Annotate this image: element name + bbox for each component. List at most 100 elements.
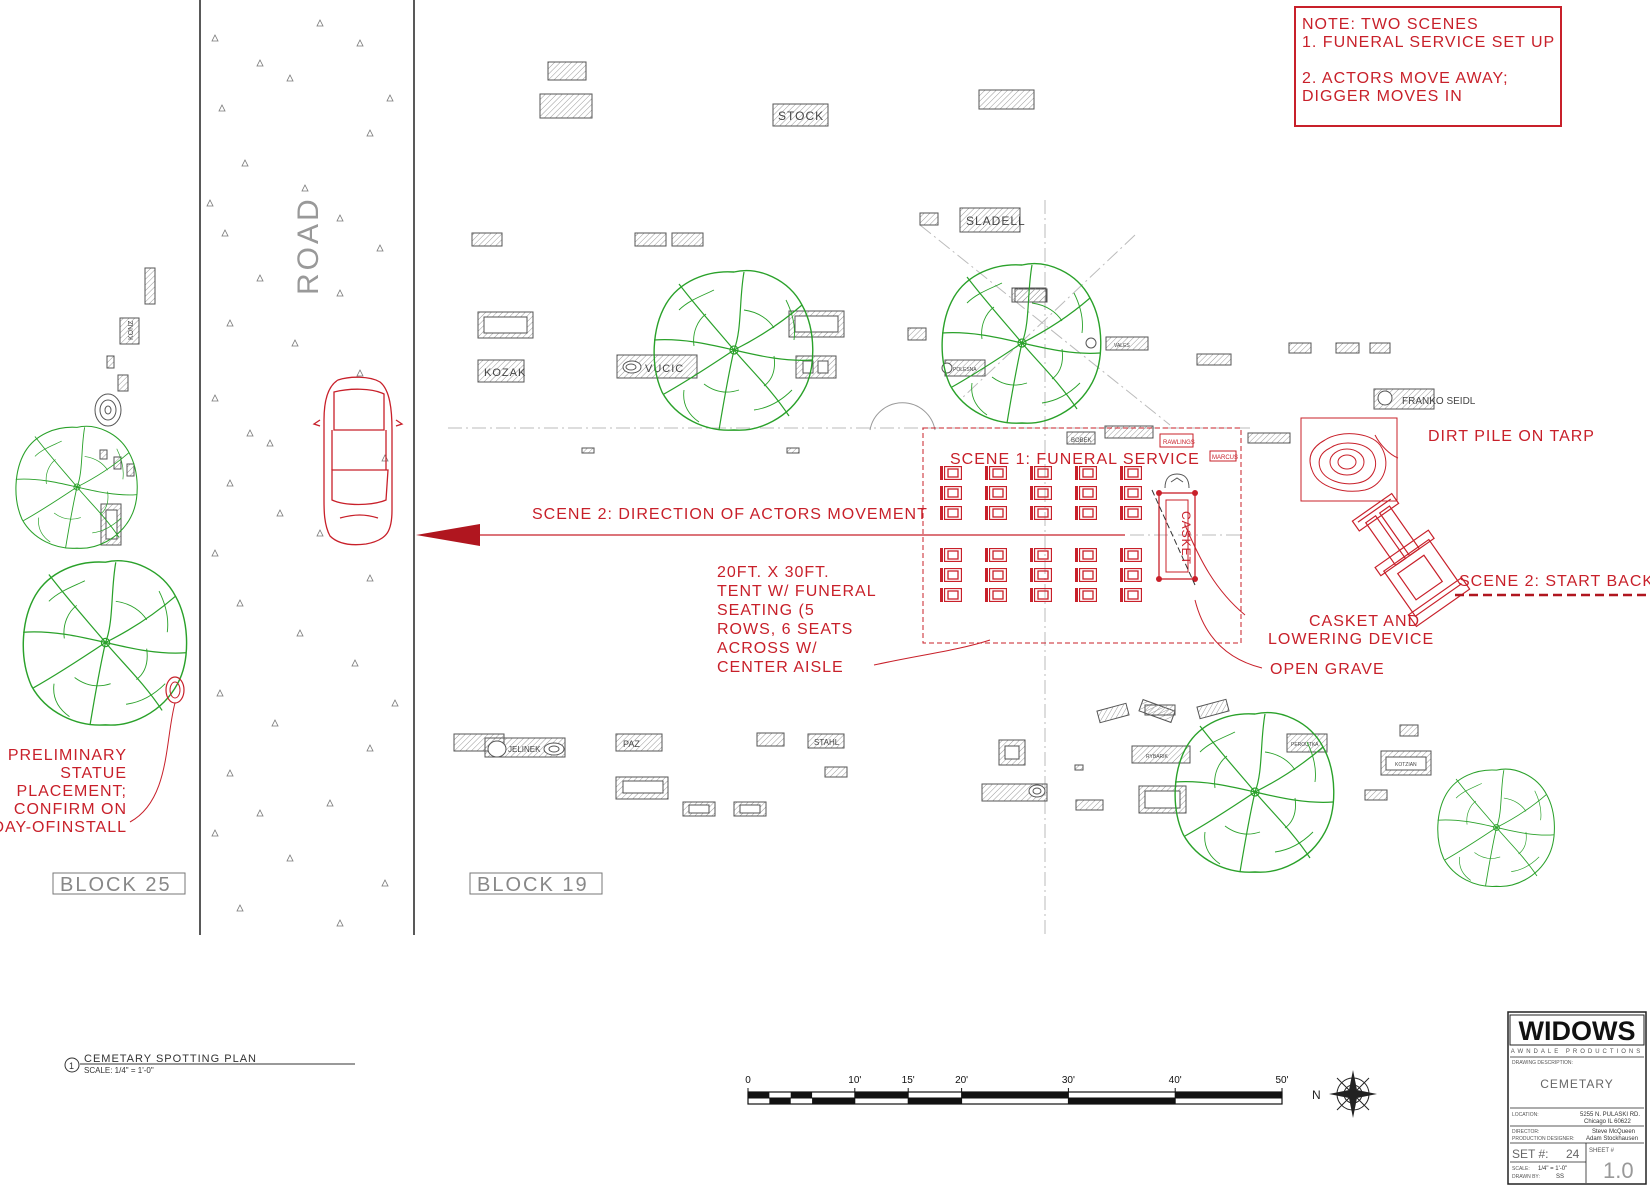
- chair: [989, 506, 1007, 520]
- block-labels: BLOCK 25 BLOCK 19: [52, 872, 603, 896]
- scale-bar-segment: [961, 1092, 1069, 1098]
- title-block-project: WIDOWS: [1519, 1016, 1636, 1046]
- title-block-desc-label: DRAWING DESCRIPTION:: [1512, 1060, 1573, 1066]
- block-25-label: BLOCK 25: [60, 874, 172, 896]
- scale-bar-tick-label: 30': [1062, 1075, 1075, 1086]
- grave-label-sladell: SLADELL: [966, 214, 1026, 228]
- title-block-set-number: 24: [1566, 1147, 1580, 1161]
- chair: [1034, 486, 1052, 500]
- tent-label-1: 20FT. X 30FT.: [717, 564, 830, 581]
- chair-back: [1030, 506, 1033, 520]
- grave-label-vales: VALES: [1114, 343, 1130, 349]
- scene2-direction-label: SCENE 2: DIRECTION OF ACTORS MOVEMENT: [532, 506, 928, 523]
- chair-back: [985, 568, 988, 582]
- chair-back: [1075, 466, 1078, 480]
- chair-back: [1075, 486, 1078, 500]
- chair-back: [940, 568, 943, 582]
- title-block-set-label: SET #:: [1512, 1147, 1548, 1161]
- chair: [989, 466, 1007, 480]
- chair: [1124, 548, 1142, 562]
- scale-bar-segment: [908, 1098, 962, 1104]
- chair-back: [985, 486, 988, 500]
- drawing-scale: SCALE: 1/4" = 1'-0": [84, 1066, 154, 1075]
- scale-bar: CONFIRM 010'15'20'30'40'50': [745, 1075, 1288, 1105]
- scene1-label: SCENE 1: FUNERAL SERVICE: [950, 451, 1200, 468]
- scale-bar-tick-label: 50': [1275, 1075, 1288, 1086]
- title-block-location-1: 5255 N. PULASKI RD.: [1580, 1112, 1640, 1118]
- chair: [1034, 568, 1052, 582]
- dirt-pile-label: DIRT PILE ON TARP: [1428, 428, 1595, 445]
- chair-back: [1075, 506, 1078, 520]
- casket-device-label-1: CASKET AND: [1309, 613, 1420, 630]
- note-title: NOTE: TWO SCENES: [1302, 16, 1479, 33]
- statue-label-1: PRELIMINARY: [8, 747, 127, 764]
- tent-label-3: SEATING (5: [717, 602, 815, 619]
- chair-back: [1120, 568, 1123, 582]
- chair: [944, 568, 962, 582]
- chair-back: [1120, 588, 1123, 602]
- grave-label-marcus: MARCUS: [1212, 455, 1238, 461]
- car: [312, 376, 404, 546]
- grave-label-stahl: STAHL: [814, 738, 840, 747]
- chair: [1079, 588, 1097, 602]
- chair: [989, 588, 1007, 602]
- arc-marker: [869, 402, 936, 431]
- chair: [1079, 466, 1097, 480]
- scale-bar-segment: [790, 1092, 813, 1098]
- grave-label-vucic: VUCIC: [645, 363, 684, 375]
- grave-label-kotzian: KOTZIAN: [1395, 762, 1417, 768]
- reference-lines: [448, 200, 1250, 935]
- chair: [1079, 486, 1097, 500]
- chair-back: [1075, 548, 1078, 562]
- red-labels: SCENE 1: FUNERAL SERVICE SCENE 2: DIRECT…: [0, 428, 1650, 836]
- chair: [1124, 506, 1142, 520]
- grave-label-kozak: KOZAK: [484, 367, 526, 379]
- title-block-sheet-label: SHEET #: [1589, 1148, 1615, 1154]
- title-block-director: Steve McQueen: [1592, 1129, 1635, 1135]
- scene2-start-label: SCENE 2: START BACK: [1459, 573, 1650, 590]
- dirt-pile: [1300, 417, 1398, 502]
- title-block-location-2: Chicago IL 60622: [1584, 1119, 1631, 1125]
- funeral-seating: [940, 466, 1142, 602]
- tent-label-6: CENTER AISLE: [717, 659, 844, 676]
- scale-bar-tick-label: 15': [902, 1075, 915, 1086]
- chair-back: [940, 506, 943, 520]
- grave-label-polesna: POLESNA: [953, 367, 977, 373]
- statue-label-4: CONFIRM ON: [14, 801, 127, 818]
- title-block-description: CEMETARY: [1540, 1077, 1614, 1091]
- chair: [1034, 506, 1052, 520]
- chair-back: [1120, 486, 1123, 500]
- digger: [1351, 492, 1471, 628]
- statue-label-3: PLACEMENT;: [17, 783, 127, 800]
- tent-outline: [922, 427, 1242, 644]
- chair: [1034, 548, 1052, 562]
- title-block-company: AWNDALE PRODUCTIONS: [1511, 1049, 1643, 1055]
- note-box: NOTE: TWO SCENES 1. FUNERAL SERVICE SET …: [1294, 6, 1562, 127]
- chair-back: [1120, 506, 1123, 520]
- chair-back: [940, 486, 943, 500]
- title-block-director-label: DIRECTOR:: [1512, 1129, 1539, 1135]
- chair: [989, 568, 1007, 582]
- chair: [944, 486, 962, 500]
- road-gravel-texture: [206, 19, 399, 927]
- chair: [1034, 588, 1052, 602]
- chair-back: [1120, 466, 1123, 480]
- chair: [944, 548, 962, 562]
- road: ROAD: [199, 0, 415, 935]
- chair-back: [1120, 548, 1123, 562]
- chair: [989, 486, 1007, 500]
- grave-label-jelinek: JELINEK: [508, 745, 541, 754]
- title-block-drawn-label: DRAWN BY:: [1512, 1174, 1540, 1180]
- title-block-sheet-number: 1.0: [1603, 1158, 1634, 1183]
- tree-1: [653, 269, 814, 431]
- grave-label-franko-seidl: FRANKO SEIDL: [1402, 396, 1476, 407]
- title-block-scale-label: SCALE:: [1512, 1166, 1530, 1172]
- block-19-label: BLOCK 19: [477, 874, 589, 896]
- road-label: ROAD: [292, 196, 325, 295]
- chair-back: [940, 466, 943, 480]
- drawing-number: 1: [69, 1061, 74, 1071]
- title-block-drawn: SS: [1556, 1174, 1564, 1180]
- chair: [1124, 568, 1142, 582]
- scale-bar-tick-label: 40': [1169, 1075, 1182, 1086]
- scale-bar-segment: [812, 1098, 855, 1104]
